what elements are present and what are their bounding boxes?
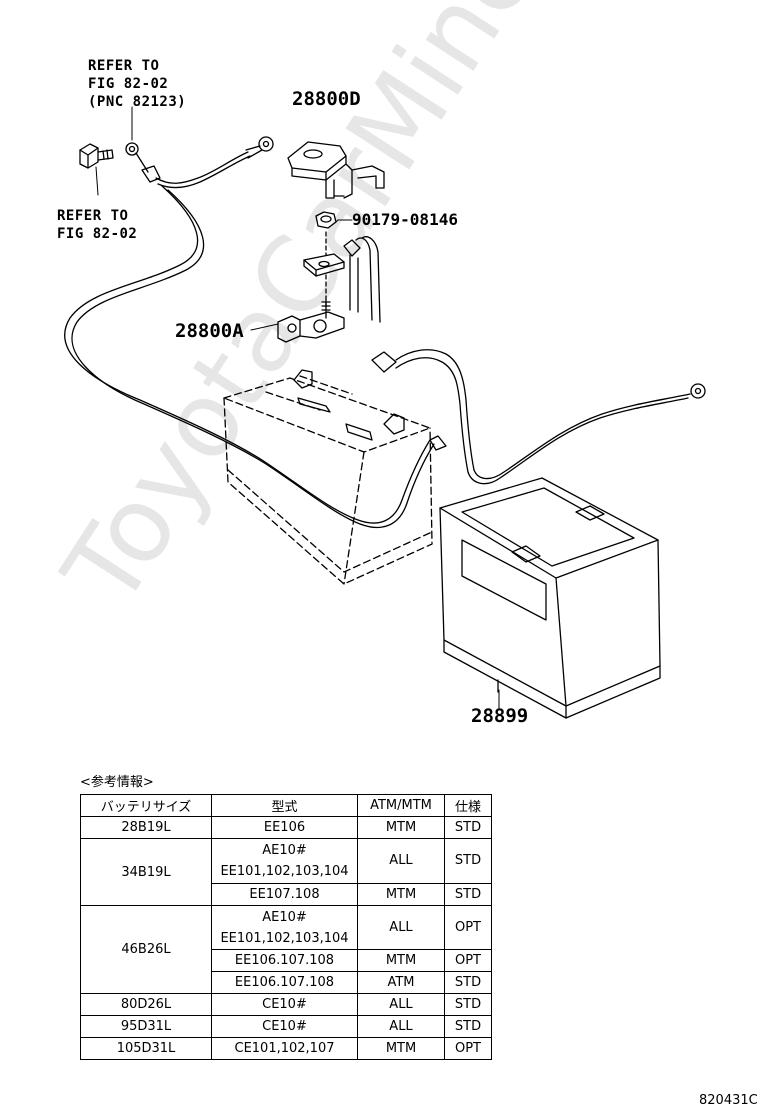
- clamp-cover-drawing: [287, 141, 385, 199]
- cell-size: 28B19L: [80, 816, 212, 839]
- cell-model: CE101,102,107: [211, 1037, 358, 1060]
- terminal-bracket-drawing: [303, 236, 381, 323]
- cell-spec: STD: [444, 816, 492, 839]
- cell-trans: ALL: [357, 993, 445, 1016]
- positive-terminal-drawing: [277, 299, 345, 343]
- leader-lines: [95, 106, 500, 709]
- header-model: 型式: [211, 794, 358, 817]
- battery-tray-drawing: [439, 477, 661, 719]
- table-header-row: バッテリサイズ 型式 ATM/MTM 仕様: [80, 794, 492, 817]
- part-number-28899: 28899: [471, 705, 529, 727]
- cell-trans: ALL: [357, 1015, 445, 1038]
- cell-size: 34B19L: [80, 838, 212, 906]
- header-battery-size: バッテリサイズ: [80, 794, 212, 817]
- battery-drawing: [223, 375, 433, 585]
- cell-spec: STD: [444, 993, 492, 1016]
- table-row: EE107.108 MTM STD: [81, 882, 492, 907]
- table-row: 80D26L CE10# ALL STD: [80, 993, 492, 1016]
- battery-spec-table: バッテリサイズ 型式 ATM/MTM 仕様 28B19L EE106 MTM S…: [80, 794, 492, 1060]
- cell-trans: MTM: [357, 882, 445, 907]
- cell-spec: STD: [444, 838, 492, 884]
- table-row: 46B26L AE10# EE101,102,103,104 ALL OPT: [80, 905, 492, 994]
- table-row: 28B19L EE106 MTM STD: [80, 816, 492, 839]
- cell-model: AE10# EE101,102,103,104: [211, 905, 358, 950]
- table-row: EE106.107.108 ATM STD: [81, 971, 492, 994]
- cell-trans: ALL: [357, 905, 445, 950]
- cell-spec: OPT: [444, 905, 492, 950]
- positive-cable-drawing: [371, 349, 706, 485]
- cell-spec: OPT: [444, 949, 492, 972]
- cell-trans: ATM: [357, 971, 445, 994]
- cell-trans: MTM: [357, 949, 445, 972]
- cell-spec: OPT: [444, 1037, 492, 1060]
- bolt-drawing: [79, 143, 114, 169]
- cell-trans: ALL: [357, 838, 445, 884]
- cell-size: 95D31L: [80, 1015, 212, 1038]
- cell-trans: MTM: [357, 816, 445, 839]
- cell-model: EE106.107.108: [211, 971, 358, 994]
- cell-model: AE10# EE101,102,103,104: [211, 838, 358, 884]
- cell-spec: STD: [444, 1015, 492, 1038]
- cell-model: CE10#: [211, 1015, 358, 1038]
- part-number-90179-08146: 90179-08146: [352, 210, 458, 229]
- table-row: 105D31L CE101,102,107 MTM OPT: [80, 1037, 492, 1060]
- cell-trans: MTM: [357, 1037, 445, 1060]
- cell-size: 105D31L: [80, 1037, 212, 1060]
- cell-model: EE106: [211, 816, 358, 839]
- cell-spec: STD: [444, 882, 492, 907]
- table-row: EE106.107.108 MTM OPT: [81, 949, 492, 972]
- table-row: 34B19L AE10# EE101,102,103,104 ALL STD: [80, 838, 492, 906]
- cell-model: EE107.108: [211, 882, 358, 907]
- part-number-28800A: 28800A: [175, 320, 244, 342]
- battery-posts-drawing: [293, 369, 405, 441]
- cell-size: 46B26L: [80, 905, 212, 994]
- refer-label-top: REFER TO FIG 82-02 (PNC 82123): [88, 58, 187, 110]
- nut-drawing: [315, 211, 337, 256]
- negative-cable-drawing: [64, 136, 447, 529]
- cell-model: EE106.107.108: [211, 949, 358, 972]
- cell-spec: STD: [444, 971, 492, 994]
- reference-table-title: <参考情報>: [80, 775, 154, 790]
- header-spec: 仕様: [444, 794, 492, 817]
- cell-model: CE10#: [211, 993, 358, 1016]
- cell-size: 80D26L: [80, 993, 212, 1016]
- figure-code: 820431C: [699, 1093, 758, 1108]
- table-row: 95D31L CE10# ALL STD: [80, 1015, 492, 1038]
- refer-label-left: REFER TO FIG 82-02: [57, 208, 138, 242]
- header-transmission: ATM/MTM: [357, 794, 445, 817]
- part-number-28800D: 28800D: [292, 88, 361, 110]
